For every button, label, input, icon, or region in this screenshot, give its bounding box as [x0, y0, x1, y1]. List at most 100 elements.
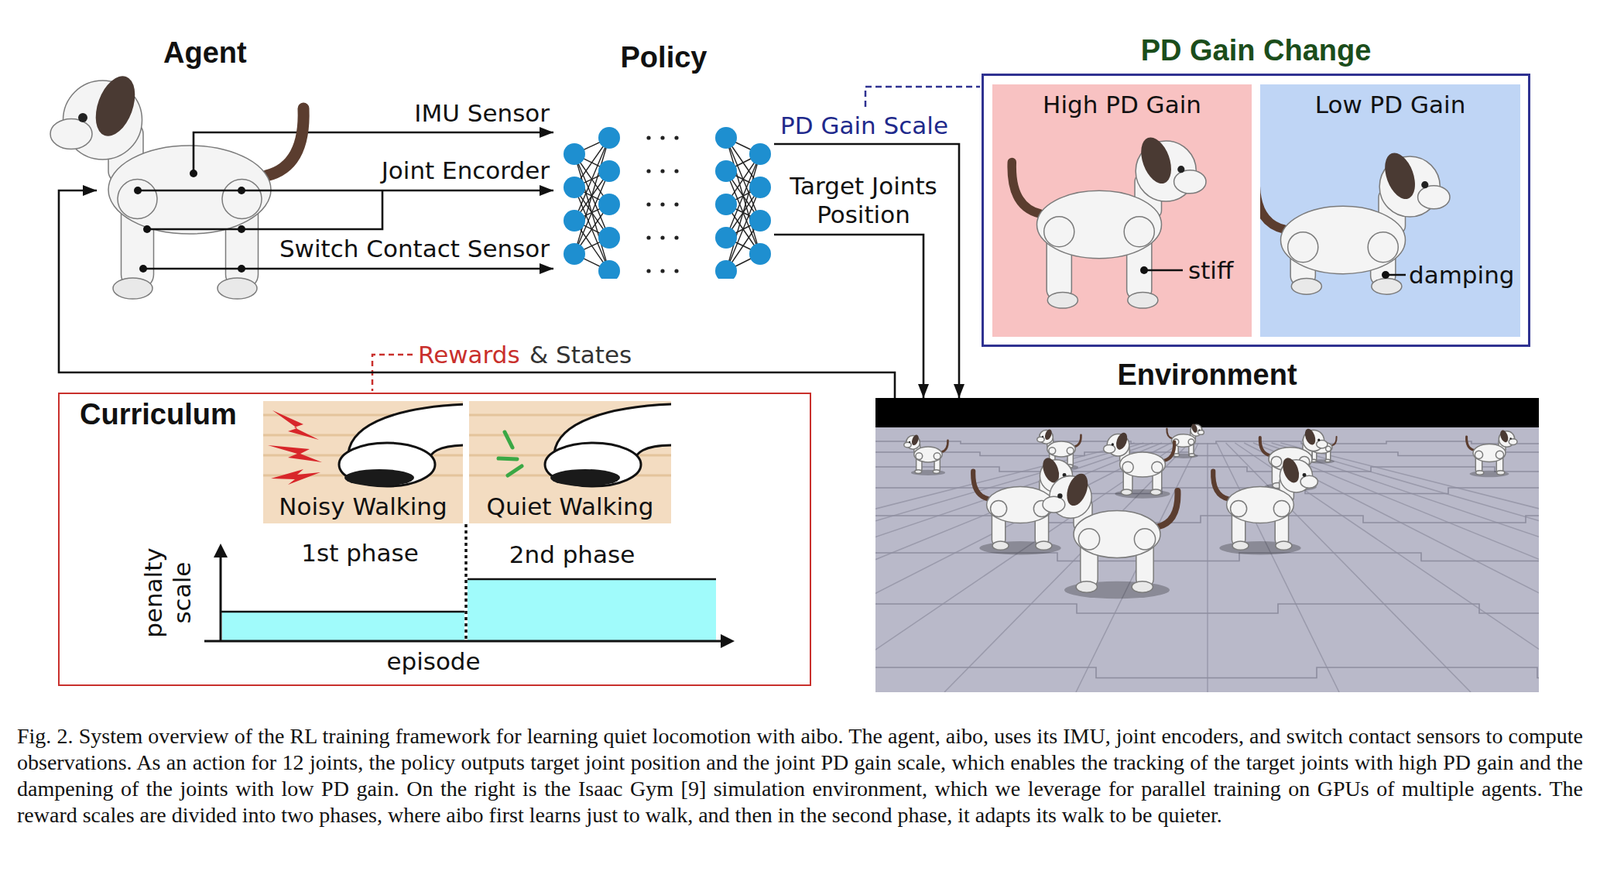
edge-label: Rewards — [417, 340, 525, 370]
flow-arrow — [278, 131, 554, 134]
node-heading: Curriculum — [79, 397, 281, 432]
chart-label: & States — [529, 340, 646, 370]
penalty-bar — [222, 611, 465, 641]
robot-paw — [544, 442, 641, 487]
agent-node: Agent — [96, 30, 279, 295]
node-illustration — [992, 84, 1252, 337]
floor-tile-edge — [875, 442, 1144, 693]
sensor-wire — [137, 189, 279, 192]
sensor-point — [237, 225, 246, 233]
floor-tile-edge — [1271, 442, 1539, 693]
aibo-eye — [1041, 435, 1044, 438]
dashed-leader — [865, 86, 980, 107]
aibo-ear — [1302, 427, 1318, 446]
aibo-tail — [266, 108, 304, 176]
neuron — [598, 160, 621, 182]
aibo-paw — [992, 541, 1009, 550]
environment-node: Environment — [875, 397, 1539, 693]
sim-floor — [875, 397, 1539, 693]
aibo-eye — [1057, 493, 1063, 498]
aibo-joint — [1367, 232, 1398, 263]
floor-tile-edge — [875, 441, 1539, 444]
floor-tile-edge — [875, 442, 1181, 693]
aibo-tail — [941, 440, 948, 453]
illustration-group — [1011, 133, 1206, 309]
aibo-body — [1120, 452, 1166, 477]
axis-arrowhead — [213, 543, 228, 558]
aibo-joint — [1044, 216, 1075, 247]
floor-tile-edge — [875, 603, 1539, 614]
ellipsis-dot — [660, 235, 665, 240]
sim-robot — [1260, 427, 1328, 489]
ellipsis-dot — [660, 202, 665, 206]
aibo-ear — [1043, 428, 1053, 441]
edge-label: Switch Contact Sensor — [255, 234, 550, 264]
noise-mark — [267, 445, 323, 463]
neuron — [598, 226, 621, 249]
aibo-tail — [1074, 435, 1081, 447]
edge-label: Target Joints Position — [780, 171, 947, 229]
aibo-snout — [1197, 430, 1204, 436]
flow-arrow — [774, 234, 924, 398]
illustration-group — [469, 404, 672, 487]
aibo-joint — [1271, 455, 1282, 467]
floor-tile-edge — [944, 442, 1189, 693]
neuron — [749, 209, 771, 232]
noisy-panel: Noisy Walking — [263, 400, 463, 524]
aibo-snout — [1174, 170, 1206, 194]
aibo-ear — [1498, 428, 1510, 443]
flow-arrow — [278, 267, 554, 271]
floor-tile-edge — [1280, 442, 1539, 693]
aibo-tail — [1166, 428, 1172, 439]
aibo-stiff — [1011, 133, 1206, 309]
phase-divider — [464, 524, 468, 640]
node-heading: PD Gain Change — [983, 33, 1529, 69]
aibo-paw — [1497, 470, 1505, 475]
floor-tile-edge — [1234, 442, 1539, 693]
aibo-paw — [1232, 541, 1249, 550]
node-heading: High PD Gain — [992, 90, 1252, 120]
flow-arrow — [278, 189, 554, 192]
sensor-point — [237, 186, 246, 195]
aibo-paw — [1173, 453, 1179, 457]
aibo-joint — [1123, 216, 1155, 247]
robot-shadow — [1114, 489, 1170, 499]
aibo-snout — [1042, 496, 1066, 513]
ellipsis-dot — [660, 168, 665, 173]
aibo-eye — [78, 113, 88, 123]
ellipsis-dot — [660, 268, 665, 273]
neuron — [749, 143, 771, 165]
node-note: stiff — [1188, 256, 1249, 285]
leader-dot — [1140, 266, 1148, 275]
neuron — [715, 260, 737, 279]
aibo-snout — [1103, 444, 1116, 453]
chart-label: 1st phase — [282, 538, 438, 568]
aibo-ear — [1379, 148, 1422, 203]
floor-tile-edge — [1253, 442, 1539, 693]
neuron — [715, 193, 737, 216]
aibo-ear — [1135, 133, 1178, 188]
node-illustration — [875, 397, 1539, 693]
node-note: damping — [1408, 260, 1519, 290]
sensor-wire — [143, 267, 279, 271]
edge-label: IMU Sensor — [255, 99, 550, 128]
sim-robot — [1466, 428, 1518, 475]
aibo-joint — [1122, 461, 1134, 473]
floor-tile-edge — [875, 442, 1153, 693]
aibo-paw — [217, 277, 257, 299]
aibo-ear — [88, 70, 143, 142]
aibo-snout — [904, 441, 912, 448]
low-gain-panel: Low PD Gain damping — [1260, 84, 1521, 337]
floor-tile-edge — [1243, 442, 1539, 693]
aibo-tail — [1011, 162, 1041, 215]
aibo-paw — [1075, 581, 1097, 593]
aibo-snout — [1418, 185, 1450, 209]
aibo-joint — [1066, 447, 1074, 455]
sim-robot — [973, 455, 1078, 550]
node-heading: Low PD Gain — [1260, 90, 1521, 120]
chart-label: episode — [356, 647, 511, 676]
aibo-paw — [932, 469, 940, 474]
aibo-ear — [910, 433, 920, 446]
floor-tile-edge — [1216, 442, 1340, 693]
aibo-snout — [50, 119, 93, 150]
